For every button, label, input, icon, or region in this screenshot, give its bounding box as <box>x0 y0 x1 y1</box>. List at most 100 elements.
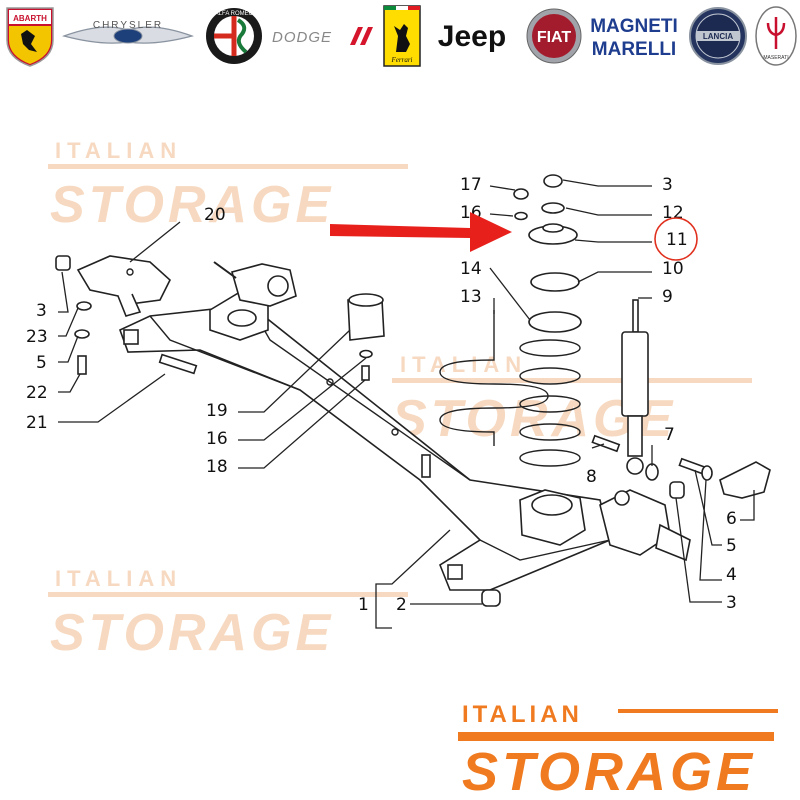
brand-logo-bar: ABARTH CHRYSLER ALFA ROMEO DODGE <box>0 0 800 72</box>
magneti-marelli-wordmark-icon: MAGNETI MARELLI <box>590 16 678 60</box>
callout-5-right: 5 <box>726 536 737 556</box>
bushing-part-3-bottom <box>669 481 685 499</box>
spring-seat-parts <box>513 174 582 333</box>
bolt-part-21 <box>158 353 198 375</box>
callout-20: 20 <box>204 205 226 225</box>
bolt-part-22 <box>77 355 87 375</box>
callout-10: 10 <box>662 259 684 279</box>
callout-7: 7 <box>664 425 675 445</box>
maserati-logo: MASERATI <box>754 4 798 68</box>
washer-part-16-top <box>514 211 528 221</box>
callout-labels: 3 17 16 12 11 14 10 13 9 20 3 23 5 22 21… <box>26 175 737 615</box>
washer-part-16-mid <box>359 349 373 359</box>
callout-2: 2 <box>396 595 407 615</box>
spring-seat-part-10 <box>530 272 580 292</box>
chrysler-wings-icon: CHRYSLER <box>62 20 194 44</box>
svg-text:ITALIAN: ITALIAN <box>55 566 182 591</box>
svg-text:Ferrari: Ferrari <box>391 56 413 64</box>
callout-16-mid: 16 <box>206 429 228 449</box>
svg-text:LANCIA: LANCIA <box>703 32 733 41</box>
callout-3-top: 3 <box>662 175 673 195</box>
abarth-logo: ABARTH <box>2 4 58 68</box>
watermark-bottom: ITALIAN STORAGE <box>48 566 408 662</box>
right-hardware <box>481 434 771 607</box>
svg-text:MAGNETI: MAGNETI <box>590 16 678 37</box>
callout-4: 4 <box>726 565 737 585</box>
svg-text:Jeep: Jeep <box>438 20 506 53</box>
spring-seat-lower <box>528 311 582 333</box>
jeep-wordmark-icon: Jeep <box>438 20 506 53</box>
svg-text:MARELLI: MARELLI <box>592 39 676 60</box>
rear-axle-beam <box>118 261 691 591</box>
svg-text:STORAGE: STORAGE <box>50 604 334 662</box>
jeep-logo: Jeep <box>428 4 516 68</box>
chrysler-logo: CHRYSLER <box>62 4 194 68</box>
center-hardware <box>347 293 385 381</box>
watermark-middle: ITALIAN STORAGE <box>392 352 752 448</box>
lancia-logo: LANCIA <box>686 4 750 68</box>
callout-5-left: 5 <box>36 353 47 373</box>
washer-part-7 <box>645 463 659 481</box>
alfa-romeo-badge-icon: ALFA ROMEO <box>206 8 262 64</box>
callout-11: 11 <box>666 230 688 250</box>
washer-part-4 <box>701 465 713 481</box>
svg-text:ITALIAN: ITALIAN <box>400 352 527 377</box>
svg-text:MASERATI: MASERATI <box>763 55 788 61</box>
callout-14: 14 <box>460 259 482 279</box>
red-arrow-icon <box>330 212 512 252</box>
nut-part-3-top <box>543 174 563 188</box>
callout-1: 1 <box>358 595 369 615</box>
callout-19: 19 <box>206 401 228 421</box>
washer-part-5-left <box>74 329 90 339</box>
svg-text:ALFA ROMEO: ALFA ROMEO <box>215 11 254 17</box>
alfa-romeo-logo: ALFA ROMEO <box>202 4 266 68</box>
callout-3-bottom: 3 <box>726 593 737 613</box>
callout-23: 23 <box>26 327 48 347</box>
left-hardware <box>55 255 198 375</box>
bolt-part-18 <box>361 365 370 381</box>
callout-8: 8 <box>586 467 597 487</box>
nut-part-17 <box>513 188 529 200</box>
washer-part-23 <box>76 301 92 311</box>
fiat-badge-icon: FIAT <box>526 8 582 64</box>
bolt-part-8 <box>591 434 621 453</box>
callout-18: 18 <box>206 457 228 477</box>
magneti-marelli-logo: MAGNETI MARELLI <box>588 4 680 68</box>
abarth-shield-icon: ABARTH <box>6 7 54 67</box>
mounting-bracket-part-20 <box>76 255 171 317</box>
callout-17: 17 <box>460 175 482 195</box>
svg-text:ITALIAN: ITALIAN <box>462 701 583 728</box>
bushing-part-2 <box>481 589 501 607</box>
shock-absorber-part-9 <box>621 299 649 475</box>
callout-6: 6 <box>726 509 737 529</box>
callout-12: 12 <box>662 203 684 223</box>
svg-text:STORAGE: STORAGE <box>462 742 756 800</box>
callout-21: 21 <box>26 413 48 433</box>
svg-text:FIAT: FIAT <box>537 29 572 46</box>
svg-text:ITALIAN: ITALIAN <box>55 138 182 163</box>
highlight-part-11 <box>330 212 698 261</box>
maserati-trident-icon: MASERATI <box>755 6 797 66</box>
callout-9: 9 <box>662 287 673 307</box>
washer-part-12 <box>541 202 565 214</box>
callout-13: 13 <box>460 287 482 307</box>
svg-text:CHRYSLER: CHRYSLER <box>93 20 163 31</box>
highlight-ring-icon <box>654 217 698 261</box>
svg-text:DODGE: DODGE <box>272 29 332 46</box>
callout-22: 22 <box>26 383 48 403</box>
dodge-logo: DODGE <box>270 4 374 68</box>
fiat-logo: FIAT <box>524 4 584 68</box>
italian-storage-logo: ITALIAN STORAGE <box>458 701 778 800</box>
svg-text:ABARTH: ABARTH <box>13 14 47 23</box>
ferrari-logo: Ferrari <box>382 4 422 68</box>
dodge-wordmark-icon: DODGE <box>272 27 373 46</box>
svg-text:STORAGE: STORAGE <box>50 176 334 234</box>
ferrari-prancing-horse-icon: Ferrari <box>383 5 421 67</box>
leader-lines <box>58 179 755 629</box>
bushing-part-3-left <box>55 255 71 271</box>
lancia-badge-icon: LANCIA <box>689 7 747 65</box>
coil-spring-part-14 <box>519 339 581 467</box>
callout-3-left: 3 <box>36 301 47 321</box>
bracket-part-6 <box>719 461 771 499</box>
